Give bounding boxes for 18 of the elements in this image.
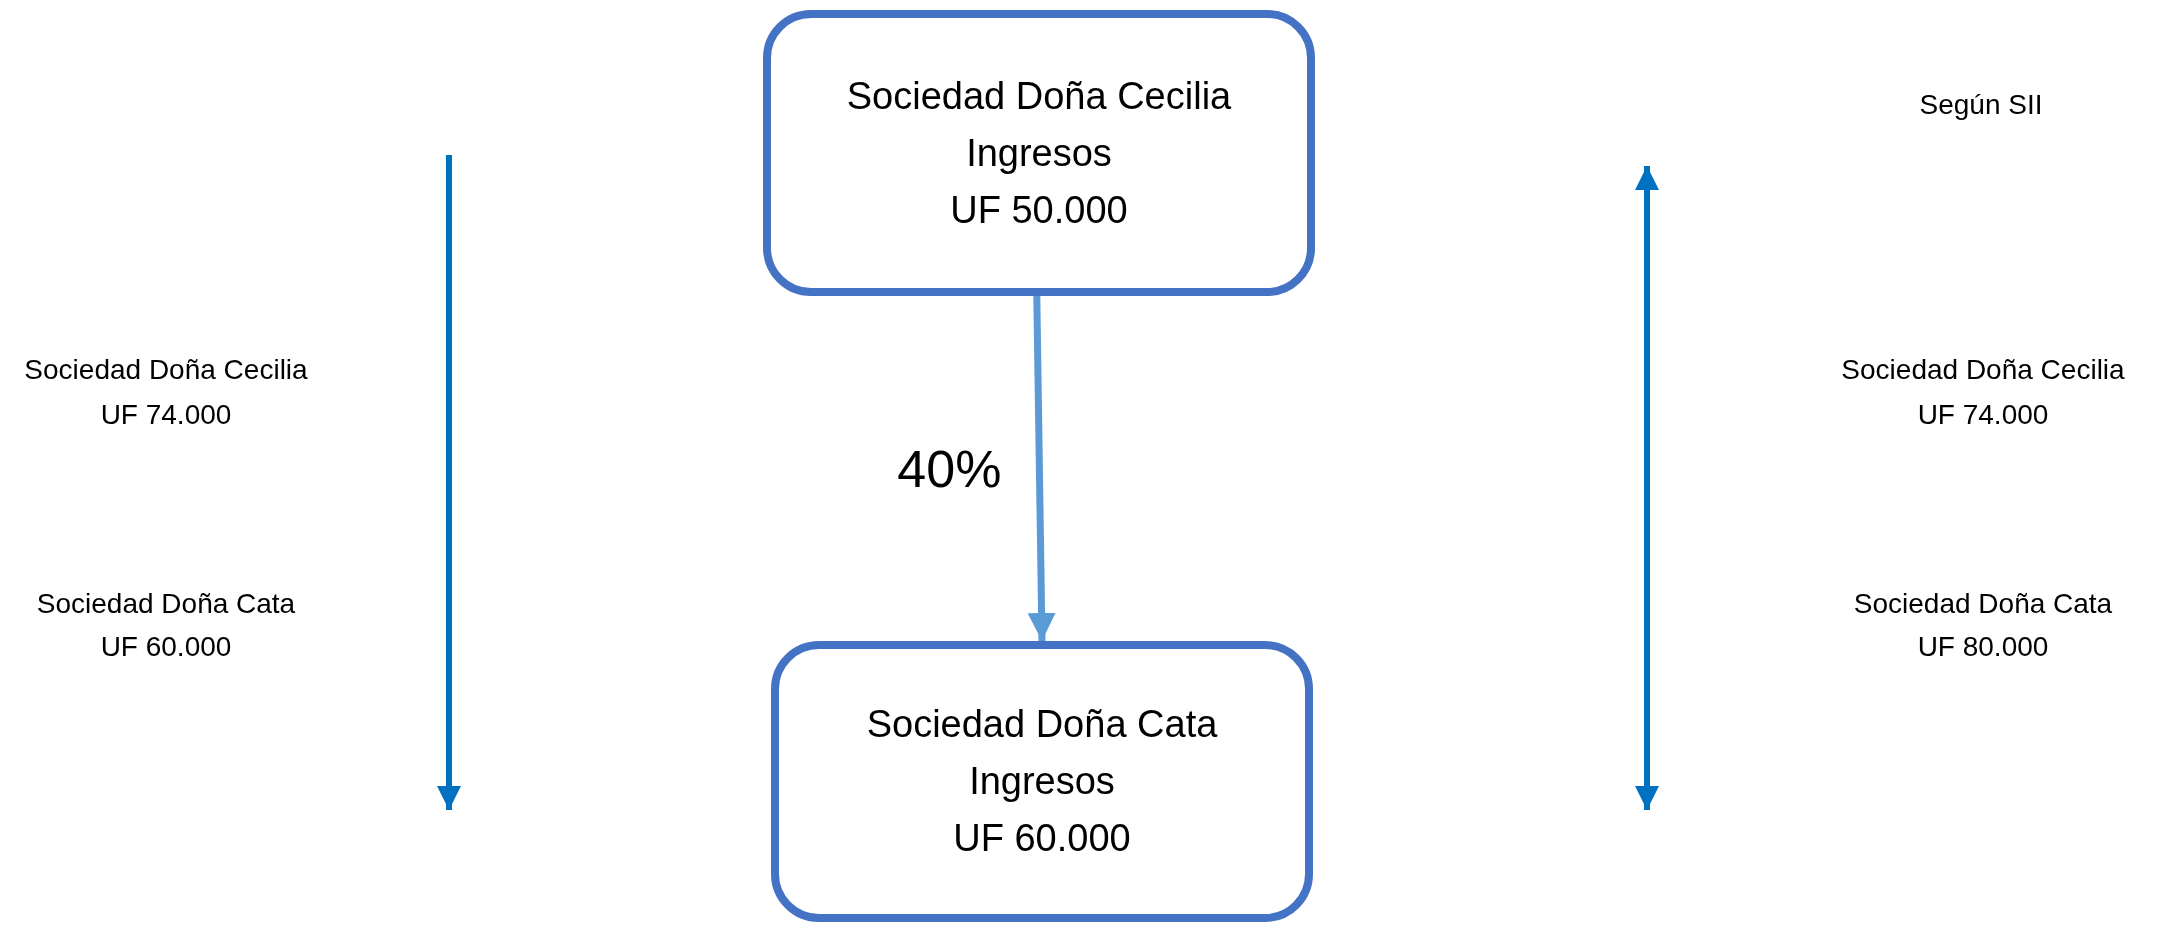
arrow: [1027, 295, 1056, 642]
note-text: UF 74.000: [1917, 399, 2049, 431]
box-text: UF 50.000: [950, 187, 1128, 233]
note-text: Sociedad Doña Cecilia: [1841, 354, 2125, 386]
note-text: UF 60.000: [100, 631, 232, 663]
note-text: Sociedad Doña Cata: [1853, 588, 2113, 620]
note-text: Sociedad Doña Cata: [36, 588, 296, 620]
rounded-box: [771, 641, 1313, 922]
rounded-box: [763, 10, 1315, 296]
box-text: Ingresos: [969, 759, 1115, 804]
note-text: UF 80.000: [1917, 631, 2049, 663]
box-text: Sociedad Doña Cata: [866, 702, 1218, 747]
box-text: Ingresos: [966, 130, 1112, 176]
note-text: UF 74.000: [100, 399, 232, 431]
note-text: Sociedad Doña Cecilia: [24, 354, 308, 386]
note-text: Según SII: [1919, 89, 2043, 121]
box-text: Sociedad Doña Cecilia: [846, 73, 1232, 119]
box-text: UF 60.000: [953, 816, 1131, 861]
